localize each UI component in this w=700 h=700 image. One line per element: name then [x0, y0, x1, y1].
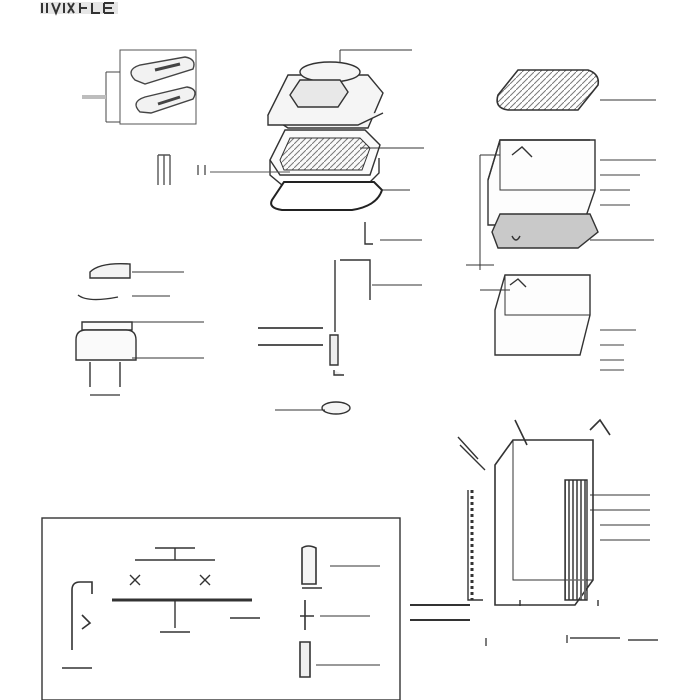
- side-panel: [564, 479, 650, 601]
- bottom-small-parts: [485, 635, 658, 646]
- center-label-ticks: [258, 327, 323, 346]
- header-glyph: [40, 2, 118, 16]
- clip-parts: [157, 154, 290, 185]
- heater-rod: [329, 334, 344, 376]
- outlet-pipe: [62, 581, 93, 669]
- tube-connector: [299, 641, 380, 678]
- hinge-cover: [77, 262, 184, 301]
- handle-pair: [82, 49, 197, 125]
- inset-box: [41, 517, 401, 700]
- foam-pad: [496, 69, 656, 111]
- filter-basket: [269, 129, 424, 191]
- base-tray: [270, 181, 384, 211]
- lid: [267, 49, 412, 129]
- spray-bar: [112, 547, 260, 633]
- intake-tube: [334, 222, 422, 332]
- upper-tank: [479, 139, 596, 270]
- suction-cup: [301, 545, 380, 589]
- tank-base: [491, 213, 654, 249]
- tank-label-ticks: [600, 159, 656, 371]
- motor-housing: [75, 321, 204, 396]
- valve: [300, 600, 370, 630]
- lower-tank: [466, 264, 591, 356]
- pipe-assembly: [410, 490, 599, 621]
- nozzle: [275, 401, 351, 415]
